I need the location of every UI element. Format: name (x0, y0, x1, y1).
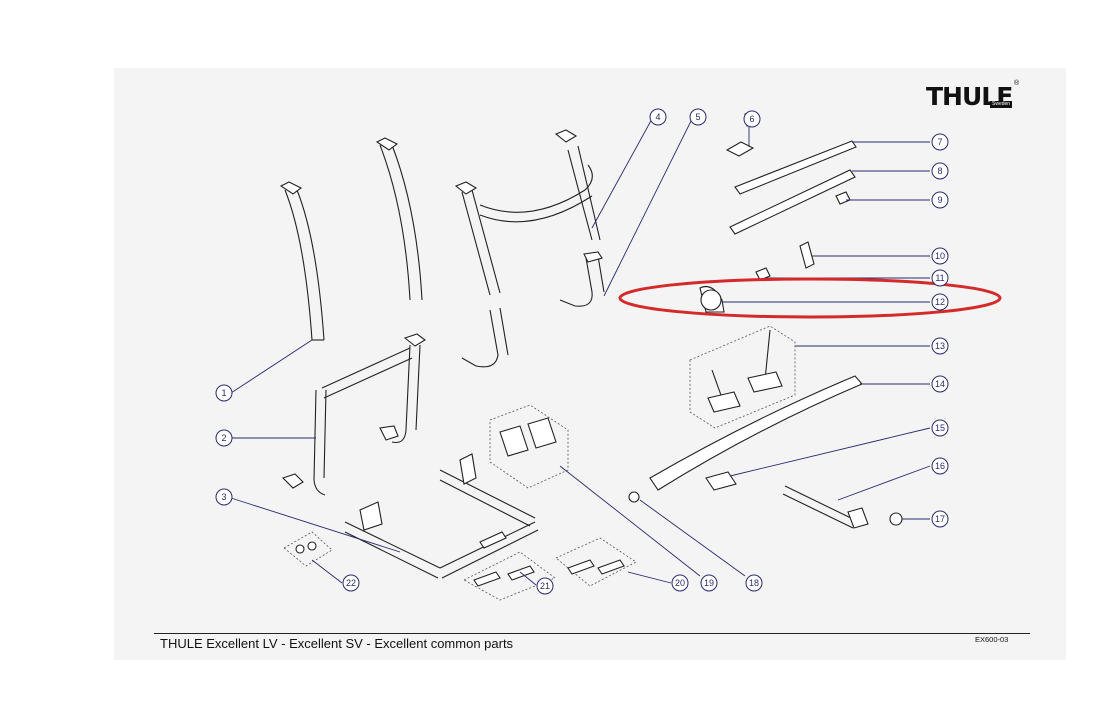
callout-label: 15 (935, 423, 945, 433)
callout-label: 10 (935, 251, 945, 261)
callout-20: 20 (671, 574, 689, 592)
part-7-strap (734, 140, 857, 195)
footer-title: THULE Excellent LV - Excellent SV - Exce… (160, 636, 514, 651)
callout-19: 19 (700, 574, 718, 592)
part-15-clamp (705, 471, 737, 491)
callout-label: 11 (935, 273, 944, 283)
callout-label: 2 (221, 433, 226, 443)
callout-label: 21 (540, 581, 550, 591)
callout-13: 13 (931, 337, 949, 355)
footer-divider (154, 633, 1030, 634)
highlight-ellipse (618, 277, 1002, 319)
callout-8: 8 (931, 162, 949, 180)
part-9-clip (835, 191, 851, 205)
part-11-pin (755, 267, 771, 281)
callout-16: 16 (931, 457, 949, 475)
part-14-rail (649, 375, 863, 491)
registered-mark: ® (1014, 80, 1020, 87)
callout-6: 6 (743, 110, 761, 128)
part-18-bolt (628, 491, 640, 503)
callout-21: 21 (536, 577, 554, 595)
callout-7: 7 (931, 133, 949, 151)
callout-2: 2 (215, 429, 233, 447)
callout-14: 14 (931, 375, 949, 393)
callout-11: 11 (931, 269, 949, 287)
part-4-bow-frame (454, 129, 601, 296)
callout-9: 9 (931, 191, 949, 209)
part-12-wheel-cap (699, 285, 725, 313)
callout-10: 10 (931, 247, 949, 265)
part-13-kit (689, 325, 796, 429)
callout-22: 22 (342, 574, 360, 592)
callout-15: 15 (931, 419, 949, 437)
callout-12: 12 (931, 293, 949, 311)
part-5-hook (461, 251, 605, 368)
part-17-knob (889, 512, 903, 526)
callout-label: 12 (935, 297, 945, 307)
part-22-nuts (283, 531, 333, 567)
part-upright-middle (375, 137, 423, 301)
callout-17: 17 (931, 510, 949, 528)
callout-label: 18 (749, 578, 759, 588)
callout-label: 14 (935, 379, 945, 389)
callout-label: 6 (749, 114, 754, 124)
callout-5: 5 (689, 108, 707, 126)
part-19-pads (489, 404, 569, 489)
callout-label: 13 (935, 341, 945, 351)
part-2-frame (281, 333, 426, 496)
part-10-ratchet (799, 241, 815, 269)
callout-label: 20 (675, 578, 685, 588)
part-3-base-frame (344, 453, 539, 579)
callout-1: 1 (215, 384, 233, 402)
callout-label: 5 (695, 112, 700, 122)
thule-logo-sub: Sweden (990, 101, 1013, 108)
callout-label: 4 (655, 112, 660, 122)
part-8-strap (729, 169, 856, 235)
callout-label: 22 (346, 578, 356, 588)
part-20-plates (555, 537, 637, 587)
footer-code: EX600-03 (975, 635, 1009, 644)
callout-label: 3 (221, 492, 226, 502)
callout-4: 4 (649, 108, 667, 126)
callout-18: 18 (745, 574, 763, 592)
callout-label: 8 (937, 166, 942, 176)
part-1-upright-tube (279, 181, 325, 341)
callout-label: 17 (935, 514, 945, 524)
callout-label: 16 (935, 461, 945, 471)
callout-label: 19 (704, 578, 714, 588)
callout-label: 9 (937, 195, 942, 205)
part-16-arm (782, 485, 869, 529)
callout-label: 1 (221, 388, 226, 398)
callout-label: 7 (937, 137, 942, 147)
callout-3: 3 (215, 488, 233, 506)
